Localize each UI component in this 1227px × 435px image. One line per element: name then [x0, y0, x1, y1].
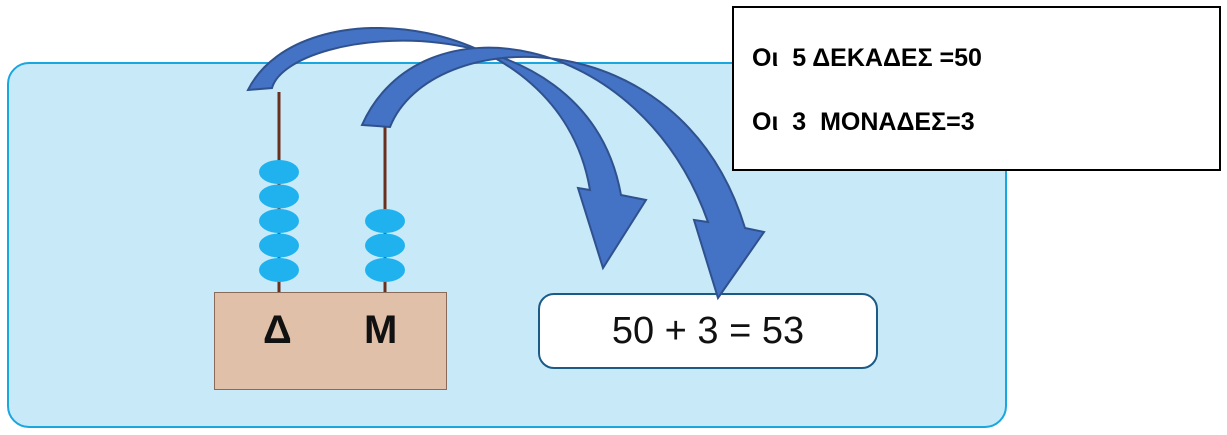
tens-bead: [259, 209, 299, 233]
note-line-ones: Οι 3 ΜΟΝΑΔΕΣ=3: [752, 108, 975, 136]
note-box: Οι 5 ΔΕΚΑΔΕΣ =50 Οι 3 ΜΟΝΑΔΕΣ=3: [732, 6, 1221, 171]
ones-arrow: [360, 46, 766, 301]
tens-label: Δ: [263, 308, 292, 352]
tens-bead: [259, 184, 299, 209]
abacus-base: [214, 292, 447, 390]
ones-label: Μ: [364, 308, 398, 352]
ones-bead: [365, 209, 405, 233]
tens-bead: [259, 160, 299, 184]
tens-bead: [259, 233, 299, 258]
equation-text: 50 + 3 = 53: [611, 309, 805, 352]
equation-box: 50 + 3 = 53: [538, 293, 878, 369]
beads-group: [259, 160, 405, 282]
ones-bead: [365, 233, 405, 258]
tens-arrow: [246, 27, 648, 271]
tens-bead: [259, 258, 299, 282]
ones-bead: [365, 258, 405, 282]
note-line-tens: Οι 5 ΔΕΚΑΔΕΣ =50: [752, 44, 982, 72]
